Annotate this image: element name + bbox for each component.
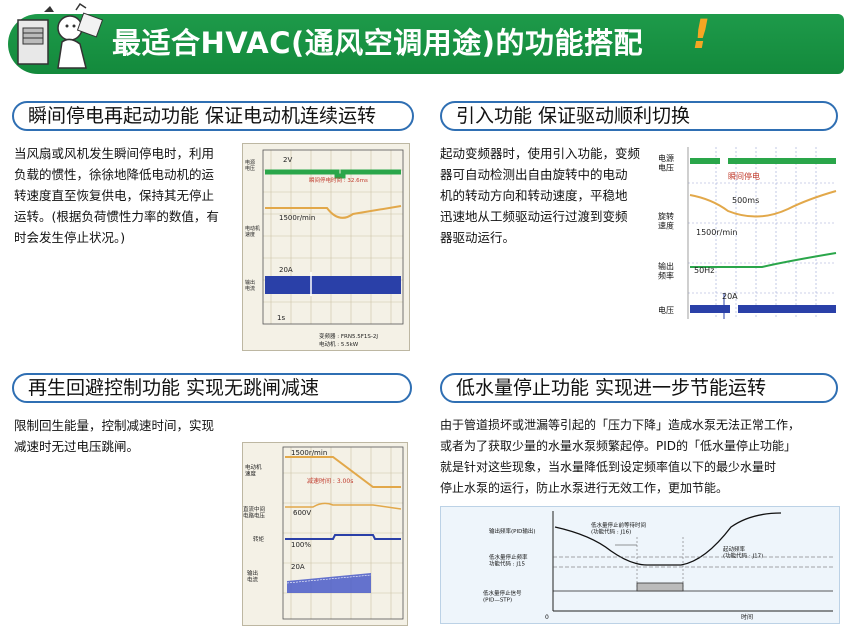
- chart2-annot-rpm: 1500r/min: [696, 228, 737, 237]
- section-title-pickup: 引入功能 保证驱动顺利切换: [440, 101, 838, 131]
- hvac-mascot-icon: [17, 2, 104, 69]
- chart-pickup-svg: 电源电压 旋转速度 输出频率 电压 瞬间停电 500ms 1500r/min 5…: [658, 147, 837, 319]
- chart4-label-start-freq: 起动频率(功能代码 : J17): [723, 545, 763, 560]
- chart4-label-wait: 低水量停止前等待时间(功能代码 : J16): [591, 521, 646, 536]
- chart1-annot-rpm: 1500r/min: [279, 214, 315, 222]
- chart4-label-zero: 0: [545, 614, 549, 621]
- chart1-footer-inverter: 变频器 : FRN5.5F1S-2J: [319, 332, 378, 340]
- chart2-label-speed: 旋转速度: [658, 211, 674, 231]
- chart2-annot-outage: 瞬间停电: [728, 171, 760, 181]
- section-text-regen: 限制回生能量，控制减速时间，实现减速时无过电压跳闸。: [14, 418, 215, 454]
- chart4-label-pid-out: 输出频率(PID输出): [489, 527, 535, 535]
- chart3-label-current: 输出电流: [247, 569, 259, 584]
- chart2-label-voltage: 电源电压: [658, 153, 674, 173]
- chart1-label-speed: 电动机速度: [245, 225, 260, 238]
- chart1-annot-sec: 1s: [277, 314, 285, 322]
- chart4-label-stop-freq: 低水量停止频率功能代码 : J15: [489, 553, 528, 568]
- chart3-annot-amp: 20A: [291, 563, 305, 571]
- section-text-pickup: 起动变频器时，使用引入功能，变频器可自动检测出自由旋转中的电动机的转动方向和转动…: [440, 146, 641, 245]
- chart2-label-freq: 输出频率: [658, 261, 674, 281]
- chart-restart-svg: 电源电压 电动机速度 输出电流 2V 瞬间停电时间 : 32.6ms 1500r…: [245, 149, 404, 348]
- chart3-label-dcv: 直流中间电路电压: [243, 505, 266, 520]
- chart-restart: 电源电压 电动机速度 输出电流 2V 瞬间停电时间 : 32.6ms 1500r…: [242, 143, 410, 351]
- chart2-annot-ms: 500ms: [732, 196, 759, 205]
- chart1-label-current: 输出电流: [245, 279, 255, 292]
- chart-lowwater: 输出频率(PID输出) 低水量停止频率功能代码 : J15 低水量停止前等待时间…: [440, 506, 840, 624]
- chart3-label-speed: 电动机速度: [245, 463, 262, 478]
- chart3-label-torque: 转矩: [253, 535, 265, 543]
- chart1-annot-time: 瞬间停电时间 : 32.6ms: [309, 176, 368, 184]
- chart2-label-current: 电压: [658, 305, 674, 315]
- page-title: 最适合HVAC(通风空调用途)的功能搭配: [112, 26, 643, 60]
- chart2-annot-amp: 20A: [722, 292, 738, 301]
- chart2-annot-hz: 50Hz: [694, 266, 714, 275]
- chart1-annot-amp: 20A: [279, 266, 293, 274]
- section-title-regen: 再生回避控制功能 实现无跳闸减速: [12, 373, 412, 403]
- title-exclamation: !: [692, 12, 711, 58]
- chart1-label-voltage: 电源电压: [245, 159, 255, 172]
- section-text-lowwater: 由于管道损坏或泄漏等引起的「压力下降」造成水泵无法正常工作，或者为了获取少量的水…: [440, 418, 801, 495]
- chart-regen-svg: 电动机速度 直流中间电路电压 转矩 输出电流 1500r/min 减速时间 : …: [243, 446, 404, 620]
- chart3-annot-rpm: 1500r/min: [291, 449, 327, 457]
- chart-regen: 电动机速度 直流中间电路电压 转矩 输出电流 1500r/min 减速时间 : …: [242, 442, 408, 626]
- chart3-annot-decel: 减速时间 : 3.00s: [307, 477, 353, 485]
- chart1-annot-v: 2V: [283, 156, 292, 164]
- chart3-annot-pct: 100%: [291, 541, 311, 549]
- section-title-lowwater: 低水量停止功能 实现进一步节能运转: [440, 373, 838, 403]
- chart4-label-time: 时间: [741, 613, 753, 621]
- section-text-restart: 当风扇或风机发生瞬间停电时，利用负载的惯性，徐徐地降低电动机的运转速度直至恢复供…: [14, 146, 219, 245]
- chart1-footer-motor: 电动机 : 5.5kW: [319, 340, 359, 348]
- chart-pickup: 电源电压 旋转速度 输出频率 电压 瞬间停电 500ms 1500r/min 5…: [658, 143, 840, 327]
- header-banner: [8, 14, 844, 74]
- chart3-annot-v: 600V: [293, 509, 311, 517]
- chart-lowwater-svg: 输出频率(PID输出) 低水量停止频率功能代码 : J15 低水量停止前等待时间…: [483, 511, 833, 621]
- section-title-restart: 瞬间停电再起动功能 保证电动机连续运转: [12, 101, 414, 131]
- chart4-label-stop-sig: 低水量停止信号(PID—STP): [483, 589, 522, 604]
